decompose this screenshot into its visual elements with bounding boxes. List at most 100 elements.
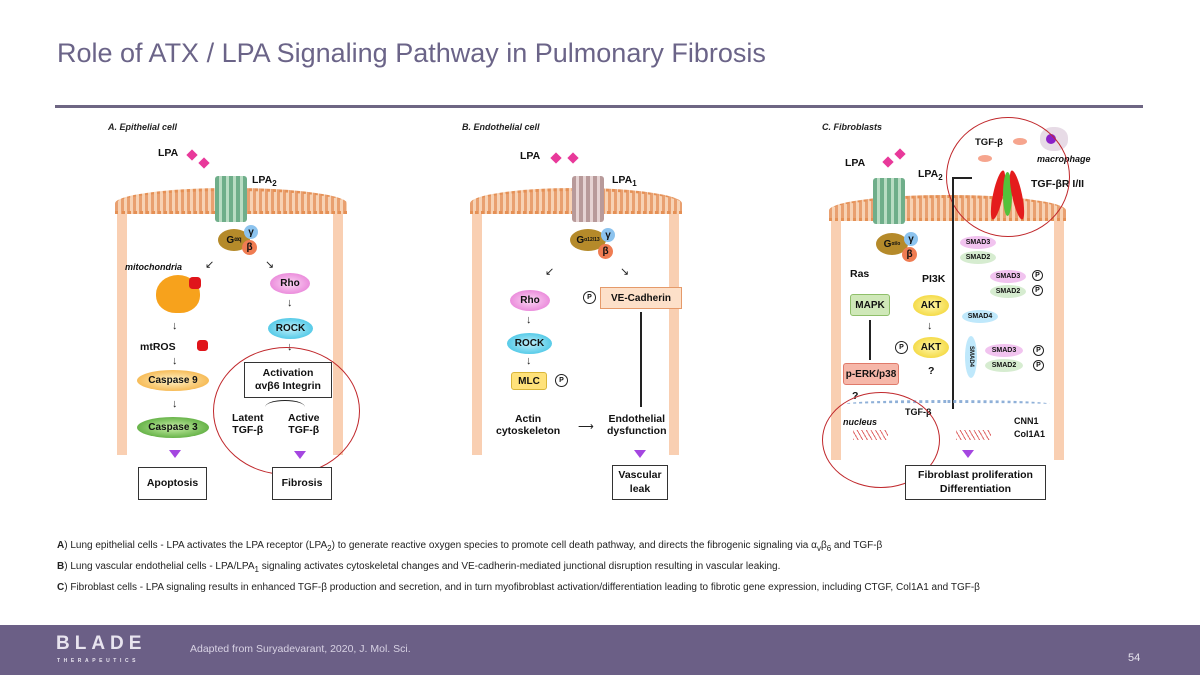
lpa-molecule-icon: [882, 156, 894, 168]
smad3-node: SMAD3: [985, 344, 1023, 357]
cnn1-label: CNN1: [1014, 416, 1039, 426]
cell-wall-right: [1054, 210, 1064, 460]
lpa-label: LPA: [158, 147, 179, 159]
phosphate-icon: P: [1033, 360, 1044, 371]
mtros-label: mtROS: [140, 341, 176, 353]
lpa2-receptor-icon: [873, 178, 905, 224]
blade-logo: BLADE: [56, 633, 147, 654]
panel-a-title: A. Epithelial cell: [108, 122, 178, 132]
lpa-molecule-icon: [567, 152, 579, 164]
blade-logo-subtitle: THERAPEUTICS: [57, 658, 140, 664]
beta-subunit: β: [902, 247, 917, 262]
arrow-icon: ⟶: [578, 421, 594, 433]
arrow-line: [640, 312, 642, 407]
receptor-label: LPA2: [918, 168, 943, 183]
gamma-subunit: γ: [244, 225, 258, 239]
smad2-node: SMAD2: [990, 285, 1026, 298]
highlight-circle: [822, 392, 940, 488]
pi3k-label: PI3K: [922, 273, 946, 285]
smad4-complex-node: SMAD4: [965, 336, 977, 378]
rock-node: ROCK: [268, 318, 313, 339]
lpa-molecule-icon: [186, 149, 198, 161]
footer-bar: BLADE THERAPEUTICS Adapted from Suryadev…: [0, 625, 1200, 675]
arrow-icon: ↘: [620, 266, 630, 278]
rho-node: Rho: [270, 273, 310, 294]
beta-subunit: β: [242, 240, 257, 255]
arrow-line: [952, 177, 954, 409]
smad3-node: SMAD3: [960, 236, 996, 249]
akt-node: AKT: [913, 295, 949, 316]
panel-b-title: B. Endothelial cell: [462, 122, 540, 132]
phosphate-icon: P: [1032, 285, 1043, 296]
phosphate-icon: P: [895, 341, 908, 354]
title-divider: [55, 105, 1143, 108]
caspase9-node: Caspase 9: [137, 370, 209, 391]
perk-p38-node: p-ERK/p38: [843, 363, 899, 385]
phosphate-icon: P: [555, 374, 568, 387]
purple-arrow-icon: [634, 450, 646, 458]
cell-wall-left: [831, 210, 841, 460]
highlight-circle: [213, 347, 360, 475]
lpa2-receptor-icon: [215, 176, 247, 222]
arrow-icon: ↓: [287, 297, 293, 309]
panel-c-title: C. Fibroblasts: [822, 122, 883, 132]
ros-burst-icon: [197, 340, 208, 351]
arrow-icon: ↘: [265, 259, 275, 271]
col1a1-label: Col1A1: [1014, 429, 1046, 439]
source-citation: Adapted from Suryadevarant, 2020, J. Mol…: [190, 643, 411, 655]
caption-b: B) Lung vascular endothelial cells - LPA…: [57, 561, 781, 574]
arrow-icon: ↓: [927, 320, 933, 332]
cell-wall-left: [117, 205, 127, 455]
fibrosis-outcome: Fibrosis: [272, 467, 332, 500]
receptor-label: LPA1: [612, 174, 637, 189]
smad4-node: SMAD4: [962, 310, 998, 323]
lpa-label: LPA: [845, 157, 866, 169]
caspase3-node: Caspase 3: [137, 417, 209, 438]
caption-c: C) Fibroblast cells - LPA signaling resu…: [57, 582, 980, 593]
smad2-node: SMAD2: [960, 251, 996, 264]
highlight-circle: [946, 117, 1070, 237]
lpa-molecule-icon: [894, 148, 906, 160]
arrow-icon: ↓: [172, 355, 178, 367]
caption-a: A) Lung epithelial cells - LPA activates…: [57, 540, 883, 553]
nuclear-membrane: [845, 400, 1050, 408]
arrow-icon: ↓: [172, 320, 178, 332]
page-number: 54: [1128, 652, 1141, 664]
purple-arrow-icon: [294, 451, 306, 459]
arrow-icon: ↓: [172, 398, 178, 410]
lpa1-receptor-icon: [572, 176, 604, 222]
cell-wall-left: [472, 205, 482, 455]
cell-wall-right: [669, 205, 679, 455]
phosphate-icon: P: [1033, 345, 1044, 356]
beta-subunit: β: [598, 244, 613, 259]
ve-cadherin-node: VE-Cadherin: [600, 287, 682, 309]
arrow-line: [869, 320, 871, 360]
unknown-link-label: ?: [928, 365, 935, 377]
lpa-molecule-icon: [550, 152, 562, 164]
arrow-icon: ↓: [526, 355, 532, 367]
arrow-icon: ↙: [205, 259, 215, 271]
gamma-subunit: γ: [904, 232, 918, 246]
receptor-label: LPA2: [252, 174, 277, 189]
arrow-icon: ↙: [545, 266, 555, 278]
phospho-akt-node: AKT: [913, 337, 949, 358]
phosphate-icon: P: [583, 291, 596, 304]
phosphate-icon: P: [1032, 270, 1043, 281]
smad2-node: SMAD2: [985, 359, 1023, 372]
apoptosis-outcome: Apoptosis: [138, 467, 207, 500]
rock-node: ROCK: [507, 333, 552, 354]
dna-icon: [956, 430, 991, 440]
slide-title: Role of ATX / LPA Signaling Pathway in P…: [57, 38, 766, 68]
ras-label: Ras: [850, 268, 870, 280]
mapk-node: MAPK: [850, 294, 890, 316]
arrow-icon: ↓: [526, 314, 532, 326]
mitochondria-label: mitochondria: [125, 262, 183, 272]
rho-node: Rho: [510, 290, 550, 311]
cell-wall-right: [333, 205, 343, 455]
